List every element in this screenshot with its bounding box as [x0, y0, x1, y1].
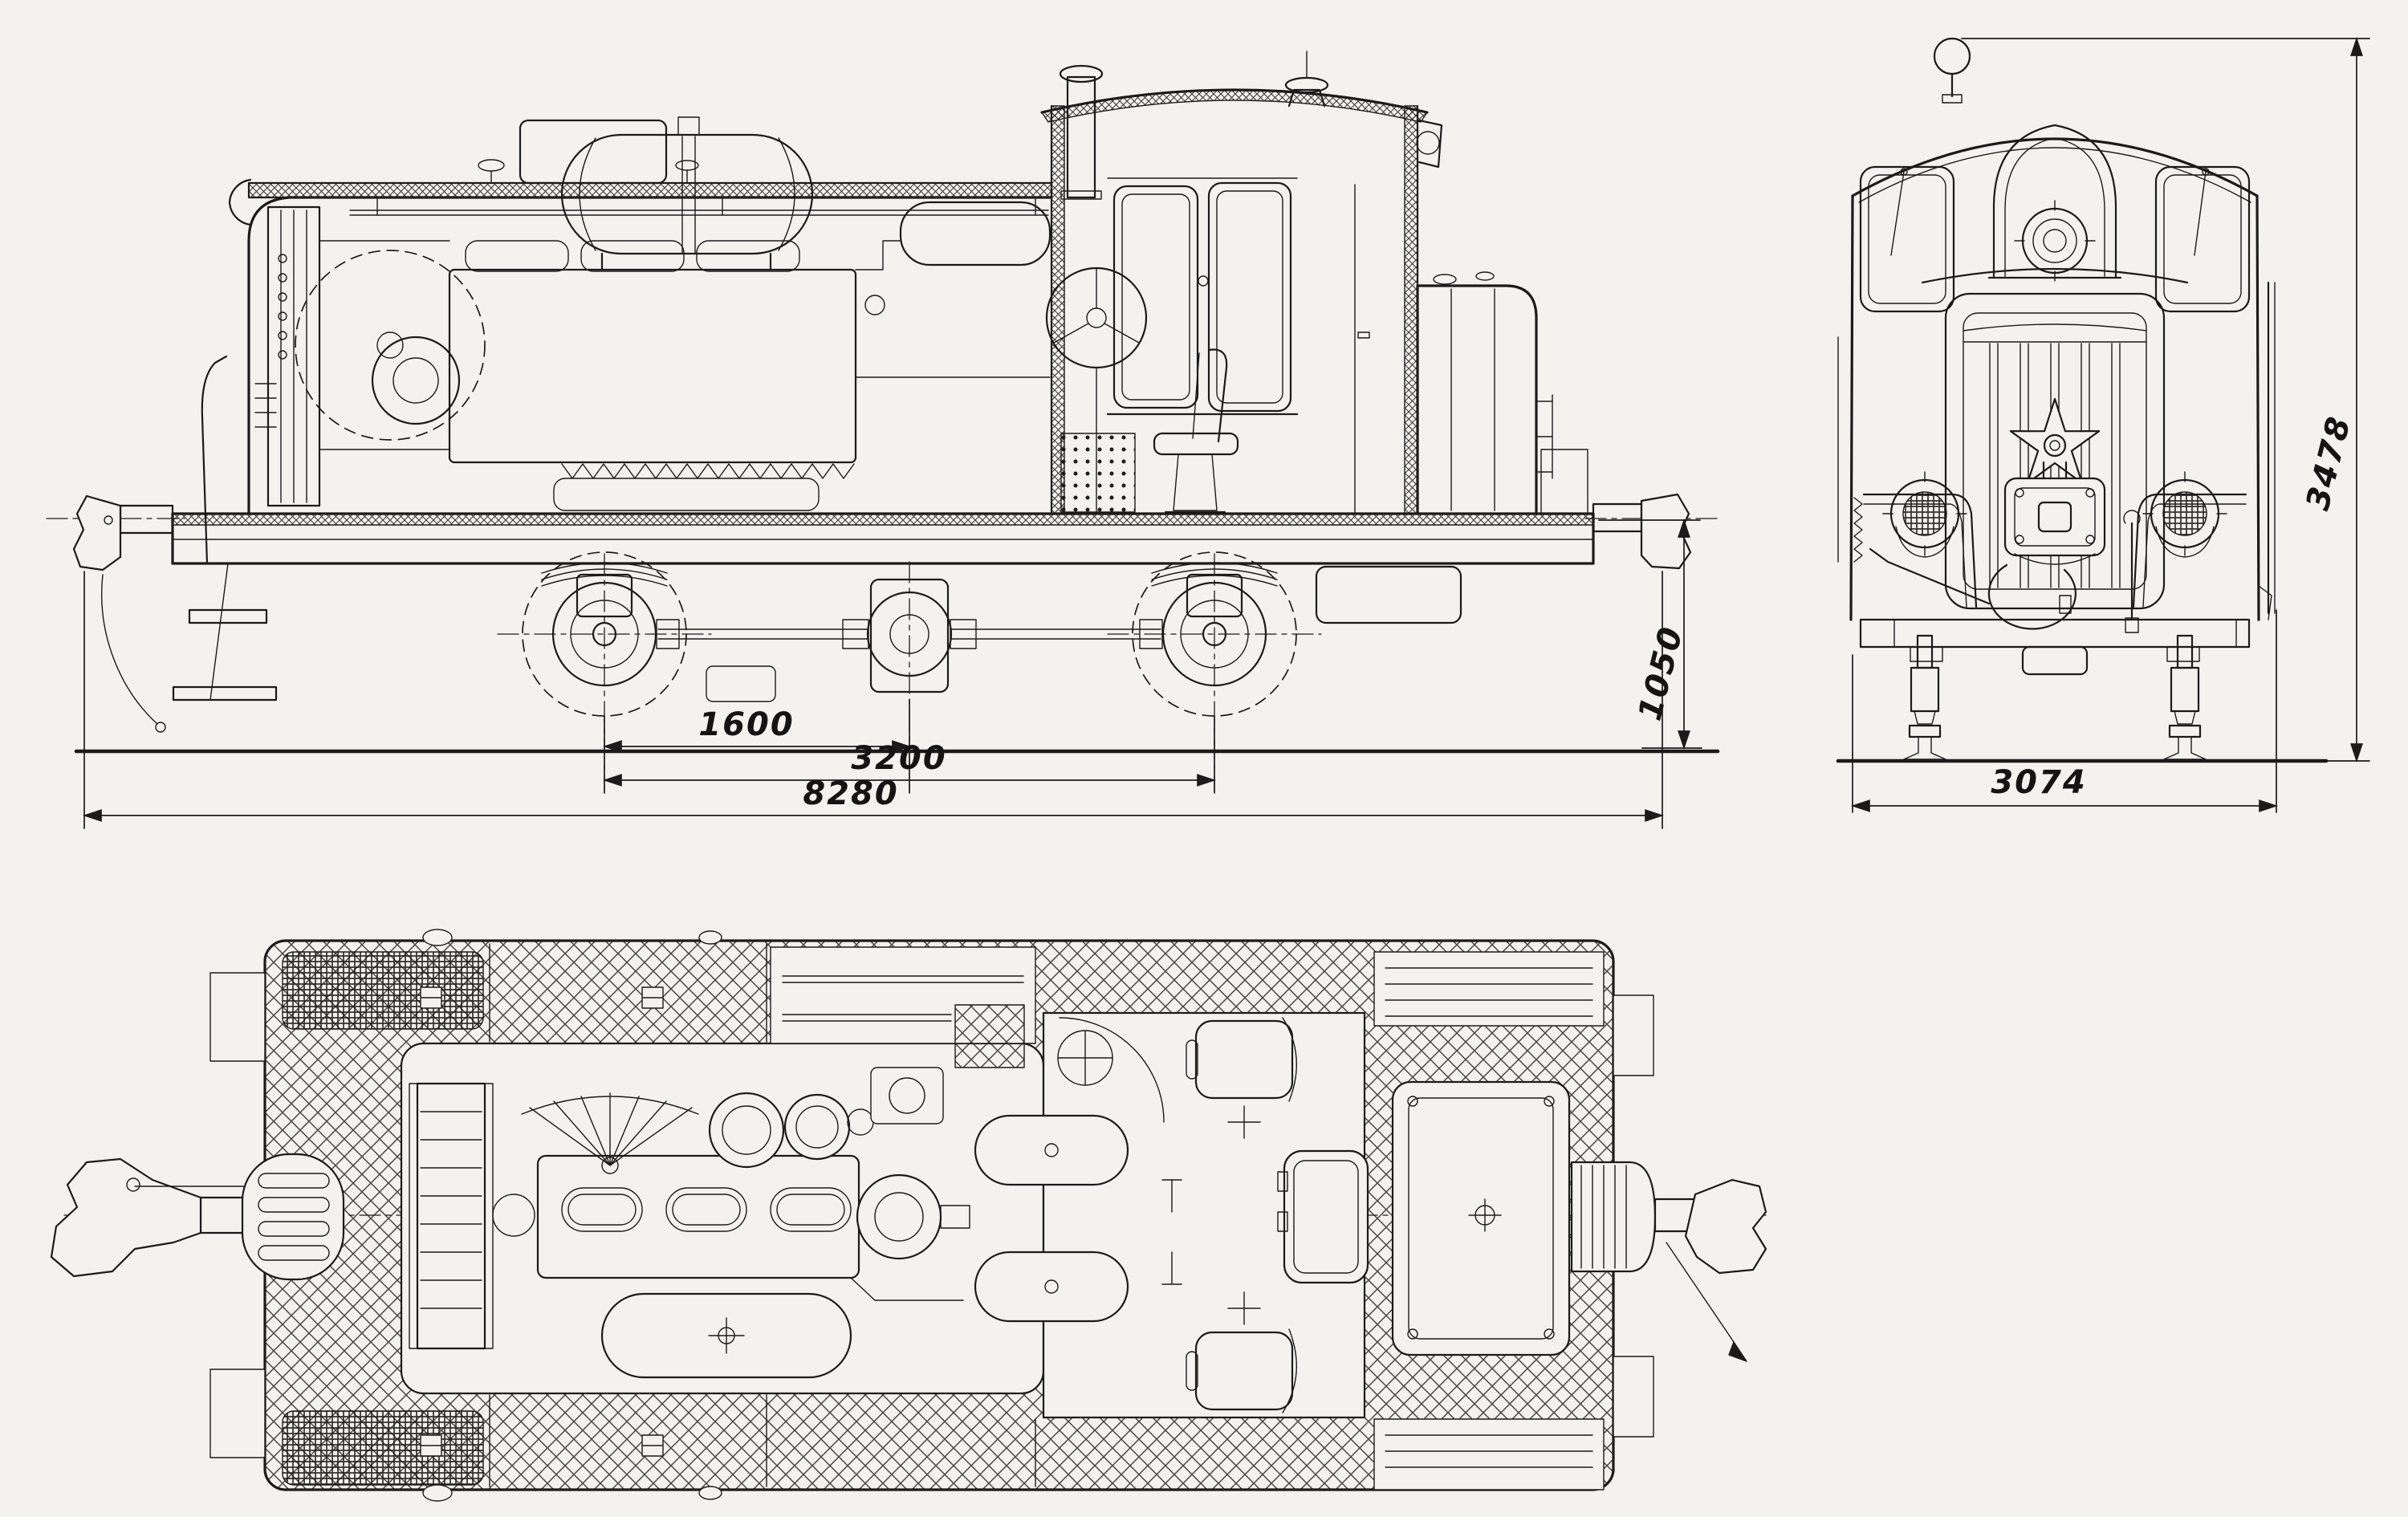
- uncoupling-rod: [1869, 547, 1991, 605]
- dim-overall-height: 3478: [2300, 412, 2359, 514]
- front-dimensions: 3074 3478: [1851, 37, 2370, 813]
- side-view: 1600 3200 8280 1050: [46, 51, 1720, 829]
- plan-rear-coupler: [1653, 1178, 1767, 1362]
- tread-plate: [282, 951, 484, 1030]
- jack-stand-left: [1910, 634, 1940, 725]
- door-handle: [1357, 331, 1370, 339]
- generator: [371, 336, 461, 425]
- front-right-window: [2154, 165, 2251, 313]
- front-steps: [172, 355, 278, 702]
- dim-wheelbase: 3200: [851, 740, 946, 777]
- underframe-tank: [1315, 565, 1462, 624]
- rear-draft-pocket: [1540, 449, 1588, 514]
- draft-gear: [241, 1153, 345, 1281]
- tread-plate: [282, 1410, 484, 1486]
- plan-air-reservoirs: [600, 1114, 1129, 1379]
- plan-cab-interior: [1057, 1017, 1369, 1413]
- nose-louvers: [254, 254, 287, 428]
- air-cleaner: [478, 119, 699, 185]
- air-hose: [1987, 563, 2076, 630]
- plan-radiator: [409, 1082, 494, 1350]
- rear-wheel: [1107, 551, 1322, 791]
- cab-window-1: [1112, 185, 1199, 409]
- plan-view: [50, 929, 1767, 1502]
- diesel-engine: [448, 240, 885, 511]
- marker-light-right: [2142, 471, 2227, 558]
- horn: [1933, 37, 1971, 104]
- brake-pull-rod: [2123, 510, 2141, 633]
- front-coupler: [72, 494, 174, 733]
- air-reservoir: [560, 116, 814, 271]
- roof-ventilator: [1284, 51, 1329, 108]
- engine-hood: [228, 64, 1104, 515]
- rear-vents: [1373, 951, 1605, 1491]
- radiator: [266, 205, 486, 507]
- dim-overall-width: 3074: [1991, 764, 2086, 801]
- star-emblem-icon: [2009, 397, 2101, 485]
- side-dimensions: 1600 3200 8280 1050: [83, 519, 1702, 829]
- dim-overall-length: 8280: [803, 775, 898, 812]
- rail-profiles: [1903, 724, 2207, 760]
- rear-coupler: [1592, 493, 1692, 570]
- cab-rear-lamp: [1416, 119, 1443, 169]
- rear-generator: [1570, 1161, 1657, 1273]
- underframe: [171, 512, 1595, 565]
- front-coupler-head: [2003, 461, 2106, 565]
- rear-compartment: [1391, 1080, 1571, 1356]
- exhaust-muffler: [855, 64, 1104, 270]
- marker-light-left: [1882, 471, 1967, 558]
- side-headlight: [228, 178, 252, 226]
- perforated-panel: [1060, 433, 1136, 513]
- jack-stand-right: [2170, 634, 2200, 725]
- headlight: [2014, 200, 2096, 282]
- cab: [1040, 51, 1443, 515]
- dim-coupler-height: 1050: [1632, 622, 1691, 724]
- dim-inner-wheelbase: 1600: [698, 706, 794, 743]
- driver-seat: [1153, 348, 1239, 514]
- front-frame: [1859, 563, 2272, 676]
- hood-handrail-panel: [770, 946, 1036, 1068]
- front-wheel: [497, 551, 712, 791]
- front-view: 3074 3478: [1836, 37, 2370, 813]
- rear-hood: [1416, 271, 1553, 515]
- front-left-window: [1859, 165, 1955, 313]
- plan-engine: [492, 1092, 964, 1301]
- clutch-housing: [856, 1067, 970, 1260]
- cab-window-2: [1207, 181, 1292, 413]
- panel-seams: [420, 929, 1036, 1502]
- air-filters: [708, 1092, 892, 1169]
